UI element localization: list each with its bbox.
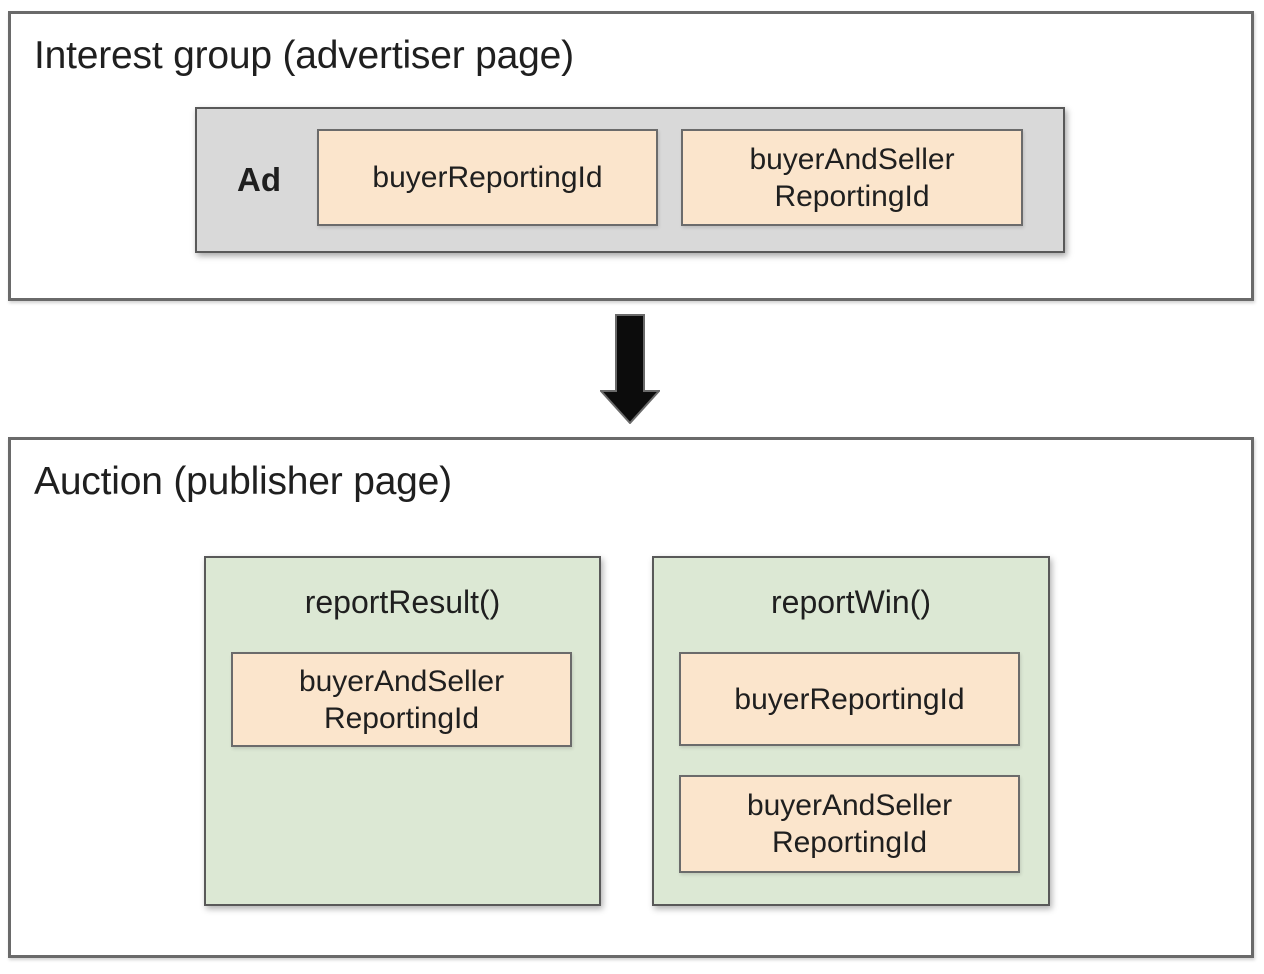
ad-label: Ad xyxy=(237,161,281,198)
buyer-reporting-id-field: buyerReportingId xyxy=(679,652,1020,746)
field-label-line-1: buyerAndSeller xyxy=(746,789,953,822)
field-label-line-1: buyerAndSeller xyxy=(298,664,505,698)
interest-group-title: Interest group (advertiser page) xyxy=(34,34,574,77)
ad-box: Ad buyerReportingId buyerAndSeller Repor… xyxy=(195,107,1065,253)
field-label: buyerReportingId xyxy=(372,161,603,194)
auction-title: Auction (publisher page) xyxy=(34,460,452,503)
field-label-line-2: ReportingId xyxy=(323,701,480,735)
field-label: buyerReportingId xyxy=(734,682,965,716)
field-label-line-2: ReportingId xyxy=(774,179,930,213)
report-win-title: reportWin() xyxy=(770,584,931,620)
field-label-line-2: ReportingId xyxy=(771,826,928,859)
field-label-line-1: buyerAndSeller xyxy=(749,142,955,176)
buyer-and-seller-reporting-id-field: buyerAndSeller ReportingId xyxy=(681,129,1023,226)
report-result-title: reportResult() xyxy=(304,584,501,620)
down-arrow-icon xyxy=(600,314,660,424)
interest-group-panel: Interest group (advertiser page) Ad buye… xyxy=(8,11,1254,301)
buyer-reporting-id-field: buyerReportingId xyxy=(317,129,658,226)
report-win-box: reportWin() buyerReportingId buyerAndSel… xyxy=(652,556,1050,906)
buyer-and-seller-reporting-id-field: buyerAndSeller ReportingId xyxy=(231,652,572,747)
auction-panel: Auction (publisher page) reportResult() … xyxy=(8,437,1254,958)
buyer-and-seller-reporting-id-field: buyerAndSeller ReportingId xyxy=(679,775,1020,873)
report-result-box: reportResult() buyerAndSeller ReportingI… xyxy=(204,556,601,906)
